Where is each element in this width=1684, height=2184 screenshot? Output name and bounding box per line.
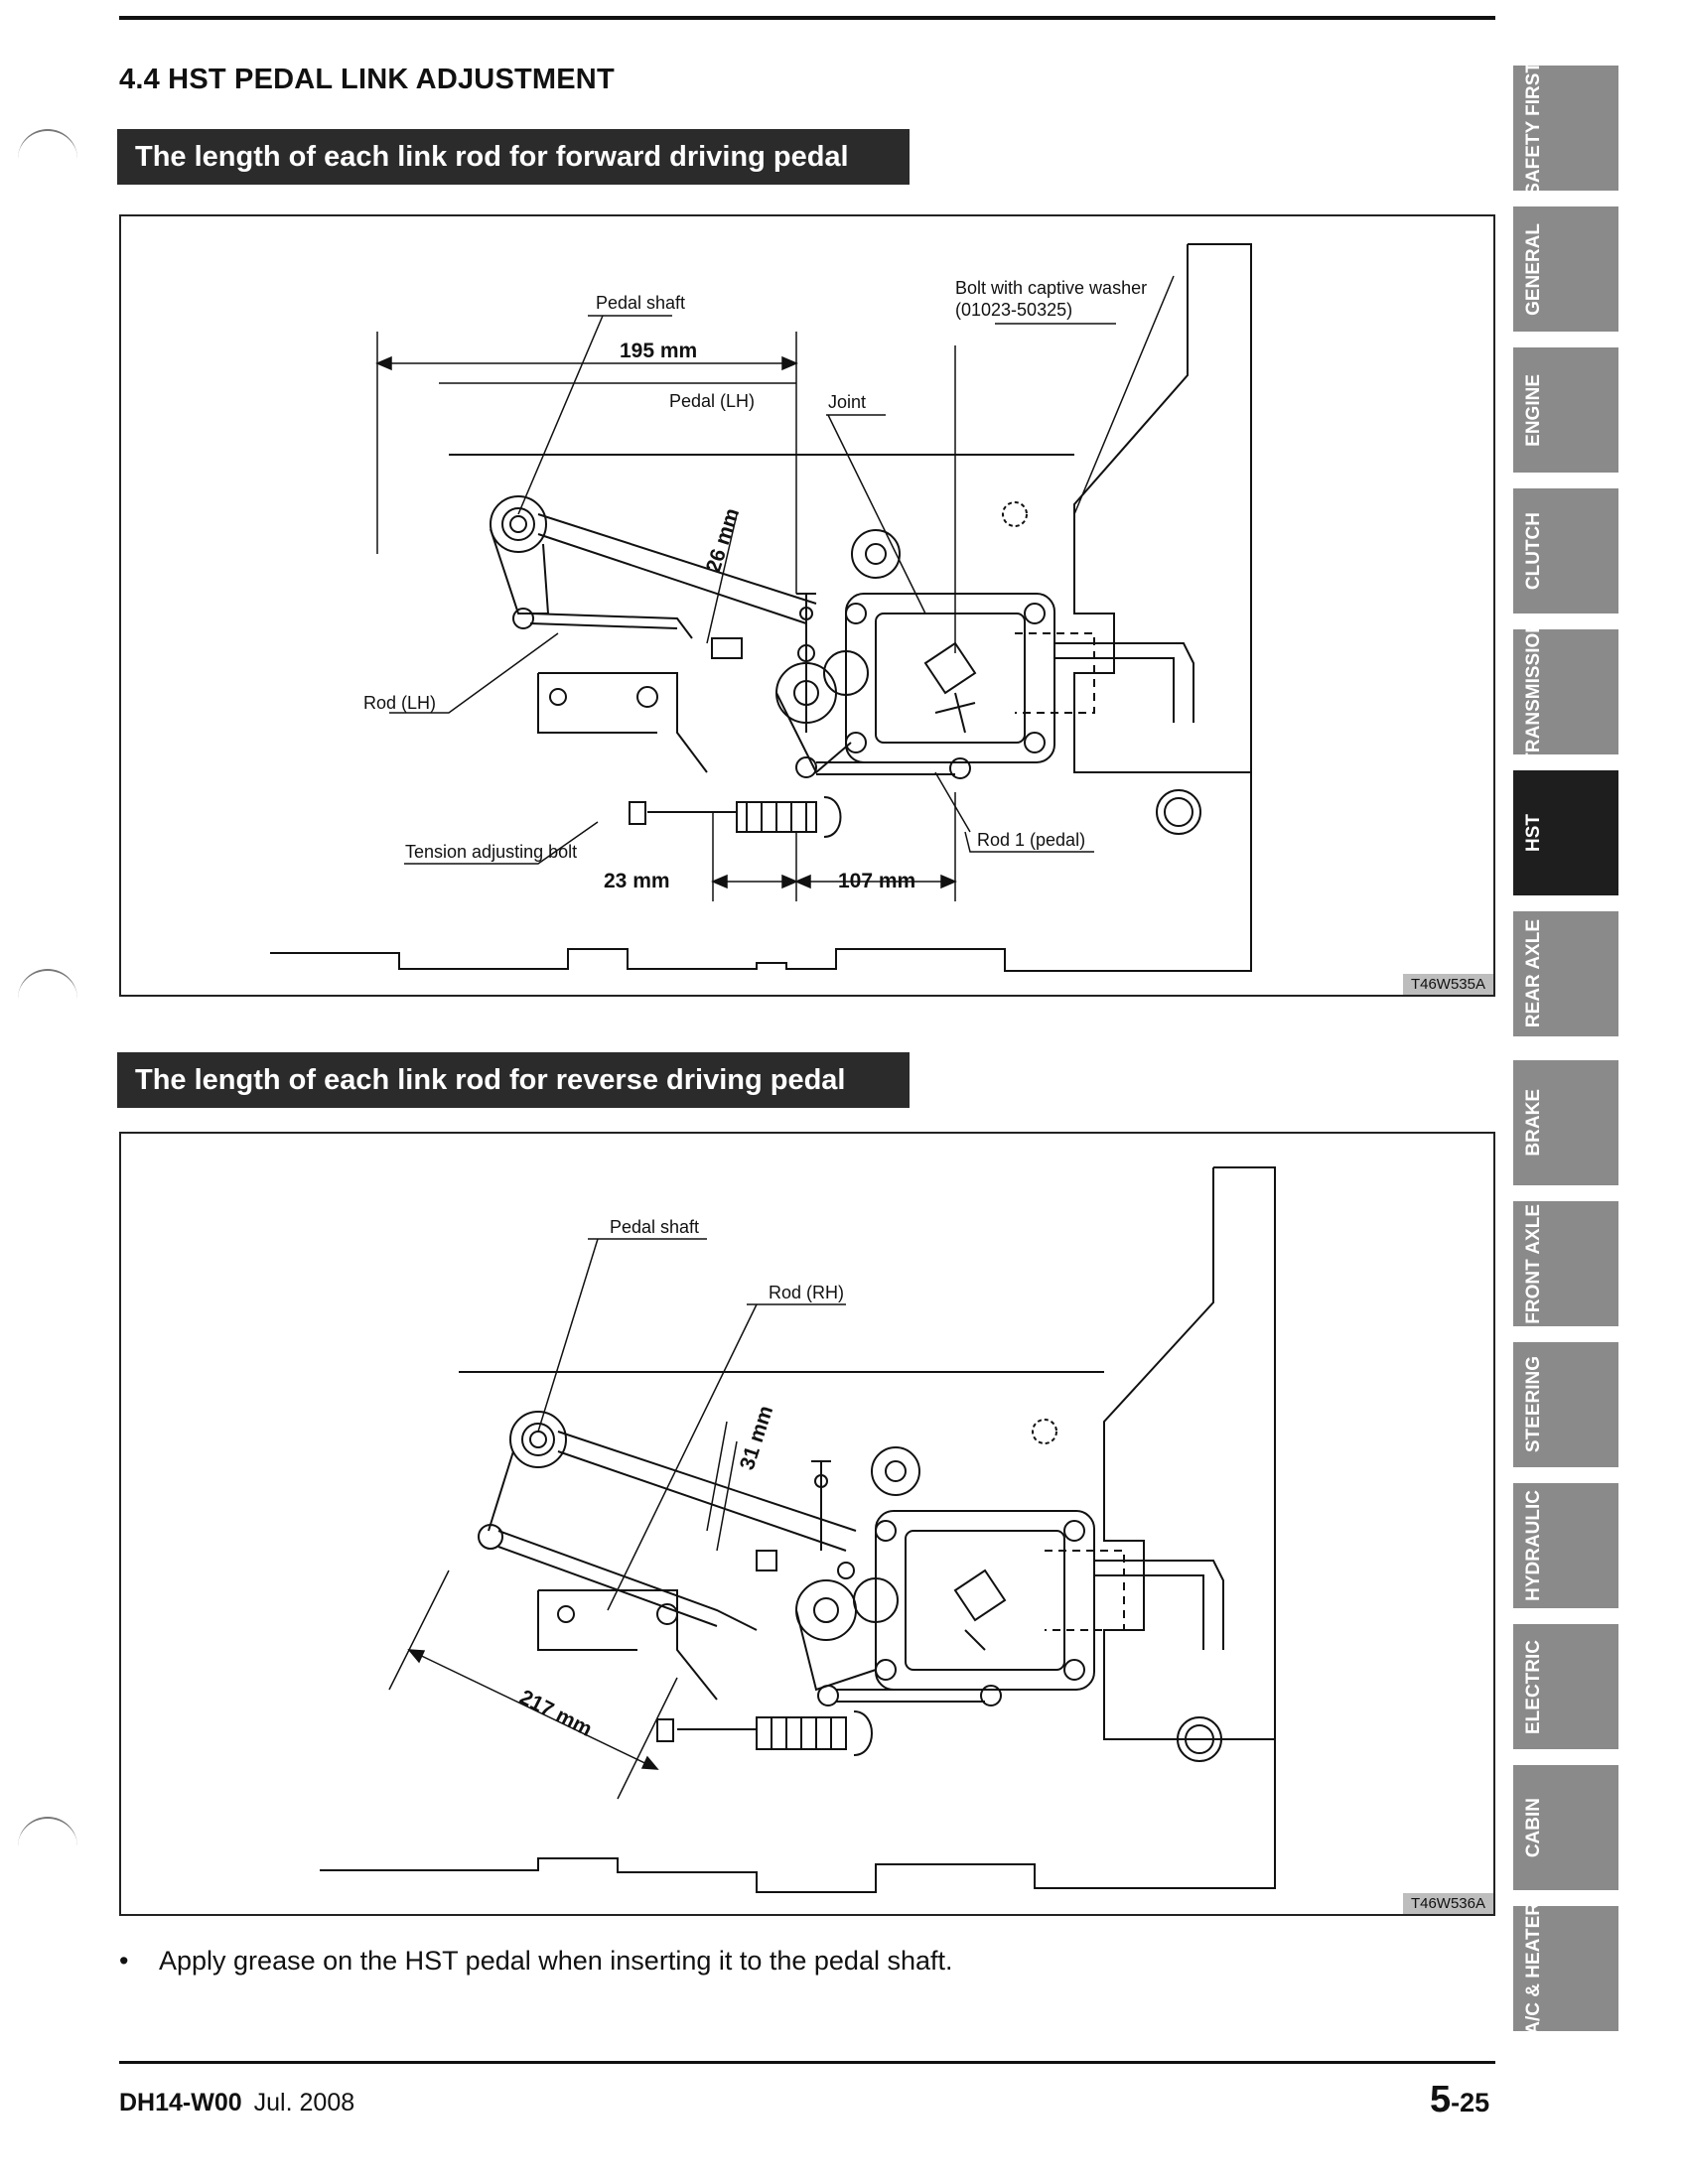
note-text: Apply grease on the HST pedal when inser… (159, 1946, 953, 1976)
tab-rear-axle[interactable]: REAR AXLE (1513, 911, 1618, 1036)
dim-217mm: 217 mm (516, 1686, 596, 1741)
tab-front-axle[interactable]: FRONT AXLE (1513, 1201, 1618, 1326)
label-pedal-shaft-reverse: Pedal shaft (610, 1217, 699, 1237)
note-bullet: • (119, 1946, 129, 1976)
footer-rule (119, 2061, 1495, 2064)
dim-26mm: 26 mm (702, 505, 744, 575)
label-joint: Joint (828, 392, 866, 412)
dim-31mm: 31 mm (736, 1403, 777, 1472)
dim-195mm: 195 mm (620, 340, 697, 362)
tab-safety-first[interactable]: SAFETY FIRST (1513, 62, 1618, 195)
tab-hydraulic[interactable]: HYDRAULIC (1513, 1483, 1618, 1608)
label-bolt-part-number: (01023-50325) (955, 300, 1072, 320)
tab-general[interactable]: GENERAL (1513, 206, 1618, 332)
tab-brake[interactable]: BRAKE (1513, 1060, 1618, 1185)
tab-electric[interactable]: ELECTRIC (1513, 1624, 1618, 1749)
grease-note: • Apply grease on the HST pedal when inse… (119, 1946, 953, 1977)
tab-cabin[interactable]: CABIN (1513, 1765, 1618, 1890)
label-tension-adjusting-bolt: Tension adjusting bolt (405, 842, 577, 862)
punch-hole-top (18, 129, 77, 171)
tab-steering[interactable]: STEERING (1513, 1342, 1618, 1467)
figure-code-reverse: T46W536A (1402, 1893, 1493, 1914)
label-bolt-captive-washer: Bolt with captive washer (955, 278, 1147, 298)
section-title: 4.4 HST PEDAL LINK ADJUSTMENT (119, 64, 615, 95)
reverse-banner: The length of each link rod for reverse … (117, 1052, 910, 1108)
page-number: 5-25 (1430, 2079, 1489, 2121)
tab-hst[interactable]: HST (1513, 770, 1618, 895)
punch-hole-middle (18, 969, 77, 1011)
label-rod-1-pedal: Rod 1 (pedal) (977, 830, 1085, 850)
forward-pedal-figure: Pedal shaft Pedal (LH) Joint Bolt with c… (119, 214, 1495, 997)
tab-ac-heater[interactable]: A/C & HEATER (1513, 1902, 1618, 2035)
forward-banner: The length of each link rod for forward … (117, 129, 910, 185)
label-pedal-lh: Pedal (LH) (669, 391, 755, 411)
page-number-major: 5 (1430, 2079, 1452, 2120)
label-rod-lh: Rod (LH) (363, 693, 436, 713)
forward-diagram: Pedal shaft Pedal (LH) Joint Bolt with c… (270, 243, 1252, 972)
label-rod-rh: Rod (RH) (769, 1283, 844, 1302)
dim-23mm: 23 mm (604, 870, 670, 892)
footer-doc-code: DH14-W00 (119, 2089, 242, 2116)
section-tabs: SAFETY FIRST GENERAL ENGINE CLUTCH TRANS… (1513, 0, 1618, 2184)
footer-doc-info: DH14-W00 Jul. 2008 (119, 2089, 354, 2117)
label-pedal-shaft: Pedal shaft (596, 293, 685, 313)
header-rule (119, 16, 1495, 20)
tab-transmission[interactable]: TRANSMISSION (1513, 619, 1618, 764)
reverse-pedal-figure: Pedal shaft Rod (RH) 31 mm 217 mm T46W53… (119, 1132, 1495, 1916)
tab-engine[interactable]: ENGINE (1513, 347, 1618, 473)
reverse-diagram: Pedal shaft Rod (RH) 31 mm 217 mm (320, 1166, 1276, 1893)
punch-hole-bottom (18, 1817, 77, 1858)
footer-date: Jul. 2008 (253, 2089, 355, 2116)
tab-clutch[interactable]: CLUTCH (1513, 488, 1618, 614)
figure-code-forward: T46W535A (1402, 974, 1493, 995)
dim-107mm: 107 mm (838, 870, 915, 892)
page-number-minor: -25 (1451, 2088, 1490, 2117)
